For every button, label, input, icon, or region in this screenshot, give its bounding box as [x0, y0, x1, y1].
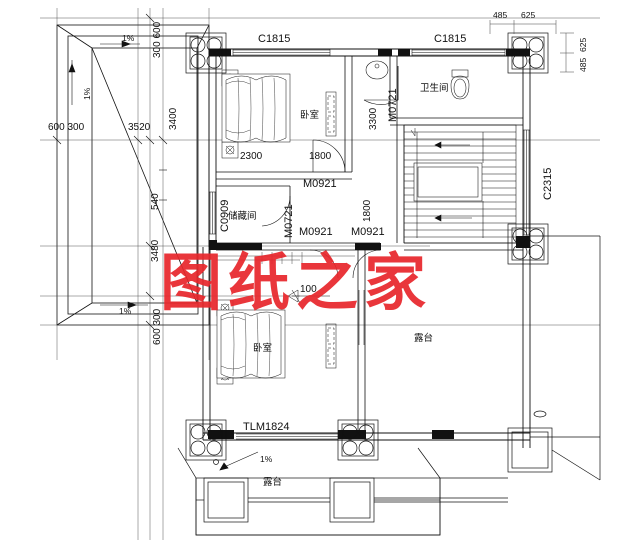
dim-left-3520: 3520	[128, 122, 151, 133]
room-label-bedroom-bottom: 卧室	[253, 343, 273, 354]
door-label-m0921-bedroom: M0921	[303, 178, 337, 190]
room-label-storage: 储藏间	[228, 211, 257, 222]
slope-label-roof-bottom: 1%	[119, 306, 132, 316]
corner-dim-lines	[489, 20, 574, 73]
window-glazing	[209, 49, 530, 440]
dim-100-leader	[287, 289, 330, 304]
roof-slope-arrows	[68, 40, 148, 309]
staircase	[403, 124, 517, 244]
dim-left-600-300: 600 300	[48, 122, 85, 133]
room-label-bathroom: 卫生间	[420, 83, 449, 94]
slope-label-roof-left: 1%	[82, 87, 92, 100]
dim-bottom-left-600-300: 600 300	[152, 308, 163, 345]
dimension-grid	[40, 8, 600, 540]
dim-bath-3300: 3300	[368, 107, 379, 130]
dim-bedroom-2300: 2300	[240, 151, 263, 162]
window-label-c2315: C2315	[542, 167, 554, 200]
door-label-m0921-hall-right: M0921	[351, 226, 385, 238]
bathroom-fixtures	[365, 60, 470, 100]
slope-label-terrace: 1%	[260, 454, 273, 464]
dim-bedroom-bottom-100: 100	[300, 284, 317, 295]
window-label-c0909: C0909	[219, 199, 231, 232]
door-label-m0721-bath: M0721	[387, 88, 399, 122]
dim-corner-625-h: 625	[521, 10, 536, 20]
dim-left-3480: 3480	[150, 239, 161, 262]
right-terrace-structure	[374, 235, 601, 503]
dimension-ticks	[52, 13, 168, 330]
room-label-terrace-right: 露台	[414, 333, 434, 344]
corner-columns	[185, 32, 549, 461]
door-label-m0721-storage: M0721	[283, 204, 295, 238]
bedroom-top-furniture	[221, 69, 337, 159]
dim-corner-485-h: 485	[493, 10, 508, 20]
parapet-lines	[216, 252, 355, 264]
dim-top-left-300-600: 300 600	[152, 21, 163, 58]
bedroom-bottom-furniture	[216, 299, 337, 385]
room-label-terrace-bottom: 露台	[263, 477, 283, 488]
dim-bedroom-1800: 1800	[309, 151, 332, 162]
slope-label-roof-top: 1%	[122, 33, 135, 43]
dim-corner-625-v: 625	[578, 37, 588, 52]
window-label-c1815-left: C1815	[258, 33, 291, 45]
room-label-bedroom-top: 卧室	[300, 110, 320, 121]
dim-hall-1800: 1800	[362, 199, 373, 222]
dim-left-540: 540	[150, 193, 161, 210]
dim-corner-485-v: 485	[578, 57, 588, 72]
door-label-m0921-hall-left: M0921	[299, 226, 333, 238]
door-swings	[261, 66, 399, 279]
door-label-tlm1824: TLM1824	[243, 421, 290, 433]
window-label-c1815-right: C1815	[434, 33, 467, 45]
terrace-structure	[177, 447, 441, 536]
dim-left-3400: 3400	[168, 107, 179, 130]
